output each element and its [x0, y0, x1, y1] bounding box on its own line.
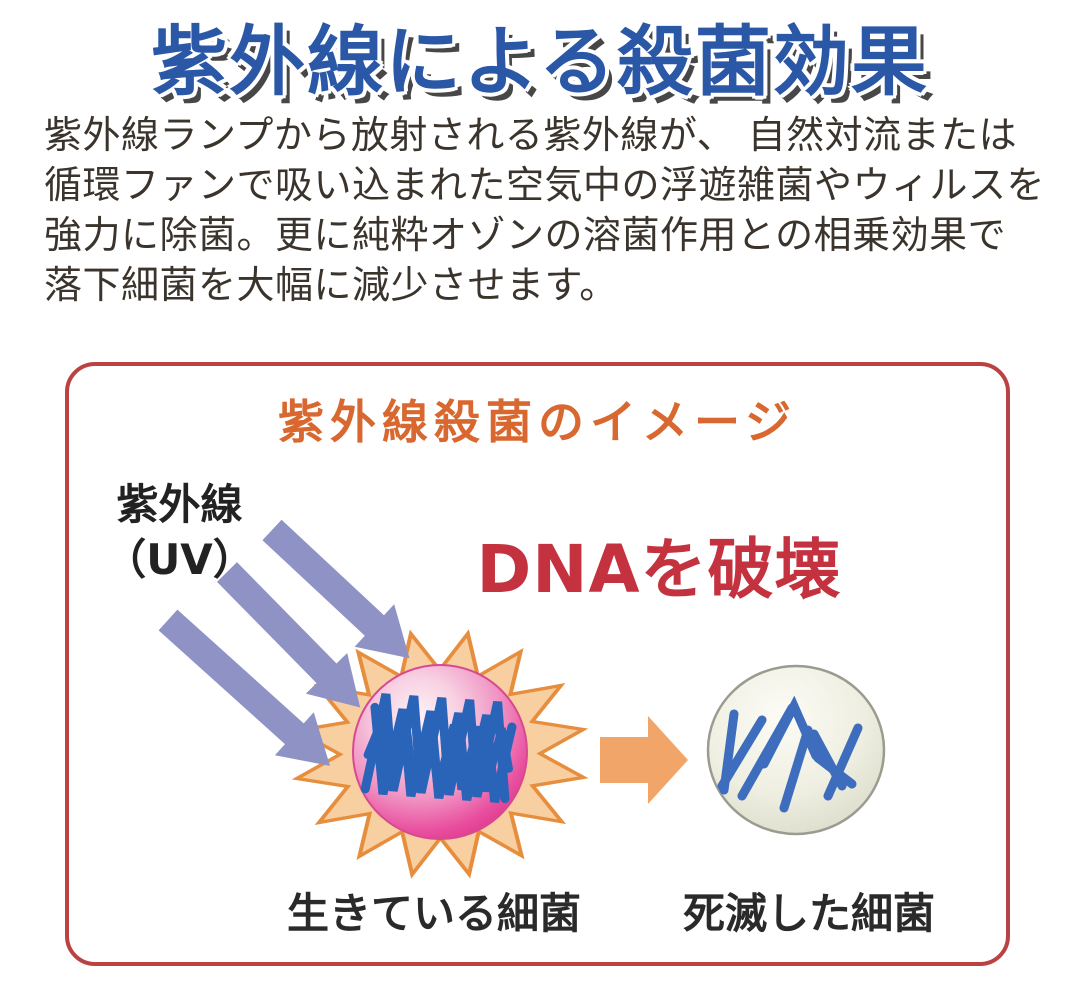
- page-title: 紫外線による殺菌効果: [151, 17, 929, 106]
- broken-dna-fragments-icon: [717, 695, 863, 813]
- uv-source-label: 紫外線 （UV）: [87, 478, 272, 587]
- intro-line-1: 紫外線ランプから放射される紫外線が、 自然対流または: [44, 113, 1018, 157]
- uv-ray-arrow-icon: [217, 562, 361, 708]
- uv-ray-arrow-icon: [262, 519, 410, 659]
- living-bacteria-label: 生きている細菌: [286, 889, 581, 938]
- intro-line-4: 落下細菌を大幅に減少させます。: [44, 263, 618, 307]
- dead-bacteria-label: 死滅した細菌: [682, 889, 935, 938]
- dna-destroy-caption: DNAを破壊: [476, 531, 842, 608]
- uv-label-unit: （UV）: [104, 534, 255, 584]
- uv-diagram-box: 紫外線殺菌のイメージ 紫外線 （UV） DNAを破壊 生きている細菌 死滅した細…: [65, 362, 1010, 966]
- intro-paragraph: 紫外線ランプから放射される紫外線が、 自然対流または 循環ファンで吸い込まれた空…: [44, 110, 1046, 310]
- dead-bacteria-cell: [706, 664, 886, 836]
- diagram-title: 紫外線殺菌のイメージ: [277, 395, 798, 449]
- transition-arrow-icon: [600, 716, 688, 804]
- living-bacteria-cell: [352, 664, 528, 840]
- intro-line-3: 強力に除菌。更に純粋オゾンの溶菌作用との相乗効果で: [44, 213, 1007, 257]
- dna-strand-zigzag-icon: [360, 693, 517, 804]
- uv-ray-arrow-icon: [158, 609, 331, 766]
- uv-label-text: 紫外線: [116, 480, 243, 529]
- intro-line-2: 循環ファンで吸い込まれた空気中の浮遊雑菌やウィルスを: [44, 163, 1046, 207]
- uv-ray-arrows: [158, 519, 410, 766]
- uv-diagram-scene: [158, 519, 886, 879]
